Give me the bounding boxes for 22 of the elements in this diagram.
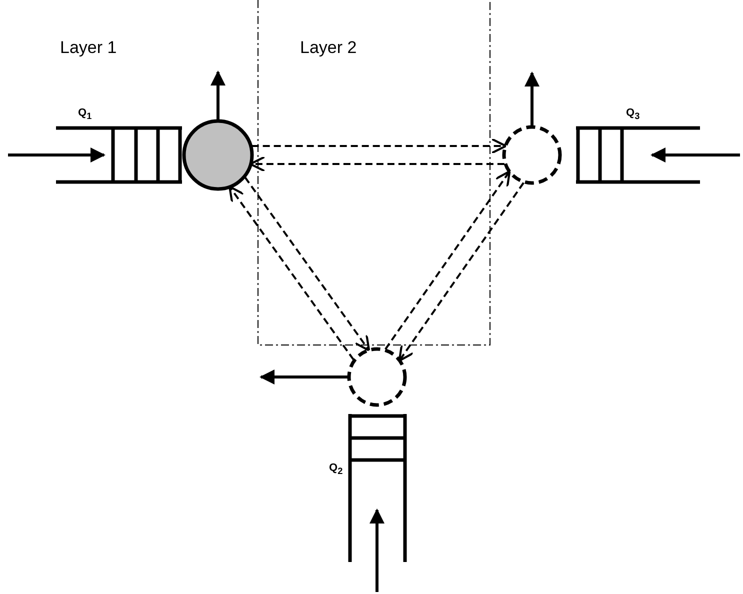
- active-server-circle: [182, 119, 254, 191]
- dashed-arrow: [244, 176, 370, 352]
- arrow: [8, 148, 106, 162]
- arrow: [370, 508, 384, 592]
- layer-label: Layer 2: [300, 38, 357, 58]
- queue-label: Q$_{3}$: [626, 107, 640, 122]
- arrow: [210, 70, 226, 120]
- server-circle: [502, 125, 562, 185]
- queue-buffer: [348, 414, 407, 562]
- dashed-arrow: [398, 182, 524, 362]
- queue-label: Q$_{2}$: [329, 462, 343, 476]
- server-circle: [347, 347, 407, 407]
- queue-buffer: [56, 126, 182, 184]
- dashed-arrow: [384, 170, 511, 350]
- arrow: [524, 72, 540, 126]
- queue-label: Q$_{1}$: [78, 107, 92, 122]
- arrow: [650, 148, 740, 162]
- dashed-arrow: [228, 186, 354, 360]
- arrow: [260, 370, 348, 384]
- dashed-arrow: [252, 138, 507, 154]
- queue-buffer: [576, 126, 700, 184]
- layer-label: Layer 1: [60, 38, 117, 58]
